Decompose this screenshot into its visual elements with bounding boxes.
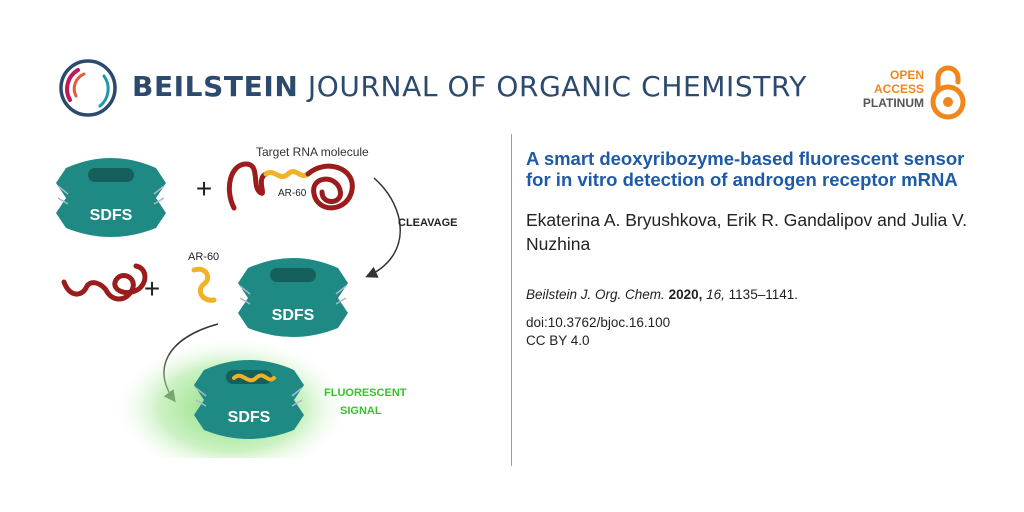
ar60-label-top: AR-60	[278, 188, 307, 199]
ar60-label-mid: AR-60	[188, 251, 219, 263]
sdfs-sensor-2: SDFS	[238, 258, 348, 337]
oa-access: ACCESS	[873, 82, 924, 96]
oa-platinum: PLATINUM	[862, 96, 924, 110]
cleavage-arrow	[365, 177, 401, 278]
sdfs-label-2: SDFS	[272, 307, 315, 324]
article-doi[interactable]: doi:10.3762/bjoc.16.100	[526, 315, 671, 330]
journal-title-rest: JOURNAL OF ORGANIC CHEMISTRY	[307, 70, 807, 103]
open-access-text: OPEN ACCESS PLATINUM	[863, 68, 924, 110]
sdfs-label-3: SDFS	[228, 409, 271, 426]
journal-title-bold: BEILSTEIN	[132, 70, 299, 103]
target-rna-molecule: AR-60	[226, 161, 355, 211]
beilstein-logo-icon	[59, 59, 117, 117]
journal-header: BEILSTEIN JOURNAL OF ORGANIC CHEMISTRY O…	[56, 56, 976, 120]
article-authors: Ekaterina A. Bryushkova, Erik R. Gandali…	[526, 210, 967, 254]
signal-label: SIGNAL	[340, 405, 382, 417]
cleaved-rna-fragment	[61, 263, 148, 302]
article-info: A smart deoxyribozyme-based fluorescent …	[526, 148, 972, 350]
journal-abbrev: Beilstein J. Org. Chem.	[526, 287, 665, 302]
plus-sign-1: +	[196, 173, 212, 204]
sdfs-sensor-1: SDFS	[56, 158, 166, 237]
citation-pages: 1135–1141.	[728, 287, 798, 302]
article-license[interactable]: CC BY 4.0	[526, 333, 590, 348]
cleavage-label: CLEAVAGE	[398, 217, 458, 229]
open-access-badge: OPEN ACCESS PLATINUM	[848, 64, 968, 120]
oa-open: OPEN	[889, 68, 924, 82]
sdfs-label-1: SDFS	[90, 207, 133, 224]
fluorescent-label: FLUORESCENT	[324, 387, 407, 399]
plus-sign-2: +	[144, 273, 160, 304]
article-title[interactable]: A smart deoxyribozyme-based fluorescent …	[526, 148, 965, 190]
ar60-fragment	[191, 266, 217, 303]
citation-volume: 16,	[706, 287, 725, 302]
graphical-abstract: SDFS + Target RNA molecule AR-60 CLEAVAG…	[56, 145, 458, 458]
sdfs-sensor-3: SDFS	[194, 360, 304, 439]
vertical-divider	[511, 134, 512, 466]
open-lock-icon	[930, 65, 966, 120]
article-citation: Beilstein J. Org. Chem. 2020, 16, 1135–1…	[526, 286, 972, 304]
citation-year: 2020,	[668, 287, 703, 302]
target-rna-label: Target RNA molecule	[256, 145, 369, 159]
journal-title[interactable]: BEILSTEIN JOURNAL OF ORGANIC CHEMISTRY	[132, 70, 807, 103]
